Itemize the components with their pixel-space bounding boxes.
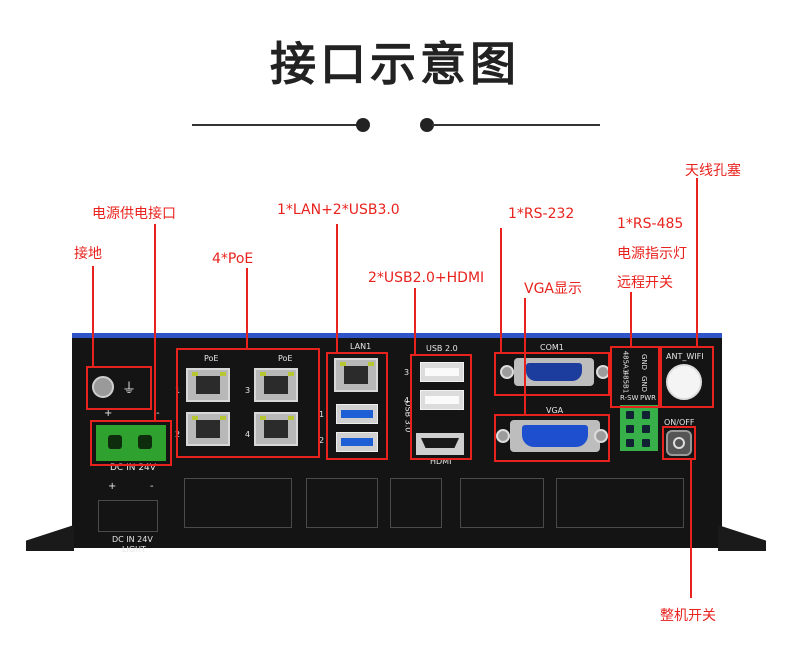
title-dot-right — [420, 118, 434, 132]
vga-screw-right — [594, 429, 608, 443]
rsw-silk: R-SW — [620, 394, 639, 402]
lead-lan-usb3 — [336, 224, 338, 354]
rs485-terminal[interactable] — [620, 405, 658, 451]
callout-ground: 接地 — [74, 246, 102, 262]
callout-rs232: 1*RS-232 — [508, 206, 575, 222]
ant-wifi-silk: ANT_WIFI — [666, 352, 704, 361]
title-divider-left — [192, 124, 360, 126]
ground-symbol-icon: ⏚ — [122, 381, 136, 397]
lead-power — [154, 224, 156, 422]
callout-antenna: 天线孔塞 — [685, 163, 741, 179]
poe-box — [176, 348, 320, 458]
com1-screw-left — [500, 365, 514, 379]
lead-power-switch — [690, 460, 692, 598]
power-terminal[interactable] — [96, 425, 166, 461]
callout-power-led: 电源指示灯 — [617, 246, 687, 262]
usb-num-3: 3 — [404, 368, 410, 377]
poe-right-silk: PoE — [278, 354, 293, 363]
lead-antenna — [696, 178, 698, 348]
vga-silk: VGA — [546, 406, 564, 415]
dc-minus-silk-2: - — [150, 481, 154, 492]
pinout-block-1 — [184, 478, 292, 528]
usb3-port-1[interactable] — [336, 404, 378, 424]
dc-minus-silk: - — [156, 408, 160, 419]
usb20-silk: USB 2.0 — [426, 344, 458, 353]
pinout-block-5 — [556, 478, 684, 528]
com1-silk: COM1 — [540, 343, 564, 352]
pinout-block-2 — [306, 478, 378, 528]
pinout-block-3 — [390, 478, 442, 528]
light-silk: LIGHT — [122, 545, 146, 554]
com1-port[interactable] — [514, 358, 594, 386]
ground-screw-icon — [92, 376, 114, 398]
callout-power-input: 电源供电接口 — [92, 206, 176, 222]
lan1-silk: LAN1 — [350, 342, 372, 351]
antenna-plug[interactable] — [666, 364, 702, 400]
dc-in-silk: DC IN 24V — [110, 463, 156, 473]
pwr-silk: PWR — [640, 394, 657, 402]
power-switch-box — [662, 426, 696, 460]
onoff-silk: ON/OFF — [664, 418, 695, 427]
poe-num-3: 3 — [245, 386, 251, 395]
callout-poe: 4*PoE — [212, 251, 254, 267]
poe-port-4[interactable] — [254, 412, 298, 446]
vga-port[interactable] — [510, 420, 600, 452]
callout-power-switch: 整机开关 — [660, 608, 716, 624]
poe-port-2[interactable] — [186, 412, 230, 446]
vga-box — [494, 414, 610, 462]
lead-rs232 — [500, 228, 502, 354]
lead-usb2-hdmi — [414, 288, 416, 356]
hdmi-silk: HDMI — [430, 457, 452, 466]
dc-plus-silk: + — [104, 408, 113, 419]
lead-rs485 — [630, 292, 632, 348]
dc-plus-silk-2: + — [108, 481, 117, 492]
lan-num-1: 1 — [319, 410, 325, 419]
title-dot-left — [356, 118, 370, 132]
mount-bracket-left — [26, 525, 74, 551]
poe-port-1[interactable] — [186, 368, 230, 402]
poe-port-3[interactable] — [254, 368, 298, 402]
mount-bracket-right — [718, 525, 766, 551]
usb2-hdmi-box — [410, 354, 472, 460]
poe-left-silk: PoE — [204, 354, 219, 363]
device-panel — [72, 333, 722, 548]
lan-num-2: 2 — [319, 436, 325, 445]
lan-usb3-box — [326, 352, 388, 460]
usb3-port-2[interactable] — [336, 432, 378, 452]
page-title: 接口示意图 — [270, 37, 520, 91]
callout-usb2-hdmi: 2*USB2.0+HDMI — [368, 270, 485, 286]
rs232-box — [494, 352, 610, 396]
dc-in-light-silk: DC IN 24V — [112, 535, 153, 544]
lead-poe — [246, 268, 248, 350]
usb2-port-2[interactable] — [420, 390, 464, 410]
antenna-box — [660, 346, 714, 408]
rs485-box — [610, 346, 660, 408]
lan1-port[interactable] — [334, 358, 378, 392]
vga-screw-left — [496, 429, 510, 443]
light-terminal-box — [98, 500, 158, 532]
usb-num-4: 4 — [404, 396, 410, 405]
poe-num-4: 4 — [245, 430, 251, 439]
callout-rs485: 1*RS-485 — [617, 216, 684, 232]
lead-vga — [524, 298, 526, 416]
callout-remote-switch: 远程开关 — [617, 275, 673, 291]
power-button-icon[interactable] — [666, 430, 692, 456]
callout-vga: VGA显示 — [524, 281, 583, 297]
ground-box — [86, 366, 152, 410]
power-box — [90, 420, 172, 466]
callout-lan-usb3: 1*LAN+2*USB3.0 — [277, 202, 400, 218]
pinout-block-4 — [460, 478, 544, 528]
usb2-port-1[interactable] — [420, 362, 464, 382]
hdmi-port[interactable] — [416, 433, 464, 455]
lead-ground — [92, 266, 94, 368]
title-divider-right — [432, 124, 600, 126]
